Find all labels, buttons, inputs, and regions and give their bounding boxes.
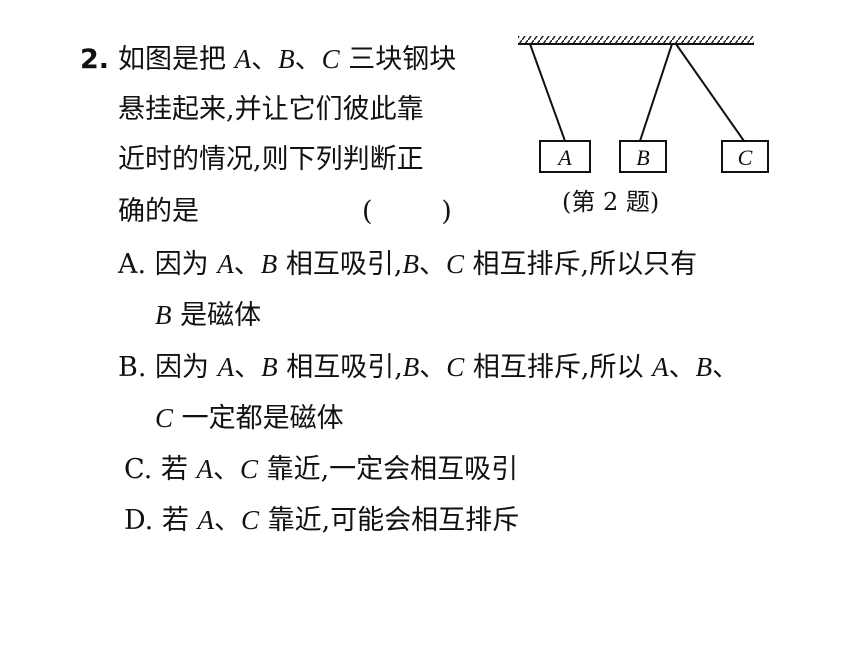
- string-c: [675, 43, 745, 142]
- figure-caption: (第 2 题): [562, 188, 660, 216]
- option-d-label: D.: [124, 505, 154, 536]
- ceiling: [518, 36, 754, 45]
- question-stem-line-1: 如图是把 A、B、C 三块钢块: [118, 44, 457, 75]
- option-a-label: A.: [118, 249, 147, 280]
- block-b: [619, 140, 667, 173]
- question-number: 2.: [80, 44, 110, 75]
- block-c-label: C: [738, 145, 753, 170]
- option-b-label: B.: [118, 352, 147, 383]
- question-stem-line-2: 悬挂起来,并让它们彼此靠: [118, 94, 424, 125]
- option-c-label: C.: [124, 454, 153, 485]
- question-stem-line-4: 确的是: [118, 196, 199, 227]
- string-a: [529, 43, 566, 142]
- option-a-line-2: B 是磁体: [155, 300, 262, 331]
- block-c: [721, 140, 769, 173]
- option-d: D. 若 A、C 靠近,可能会相互排斥: [124, 505, 520, 536]
- block-b-label: B: [636, 145, 649, 170]
- string-b: [639, 43, 673, 142]
- option-b-line-2: C 一定都是磁体: [155, 403, 344, 434]
- option-a: A. 因为 A、B 相互吸引,B、C 相互排斥,所以只有: [118, 249, 698, 280]
- option-b: B. 因为 A、B 相互吸引,B、C 相互排斥,所以 A、B、: [118, 352, 740, 383]
- question-stem-line-3: 近时的情况,则下列判断正: [118, 144, 424, 175]
- answer-blank: ( ): [362, 196, 452, 227]
- option-c: C. 若 A、C 靠近,一定会相互吸引: [124, 454, 519, 485]
- block-a-label: A: [556, 145, 572, 170]
- block-a: [539, 140, 591, 173]
